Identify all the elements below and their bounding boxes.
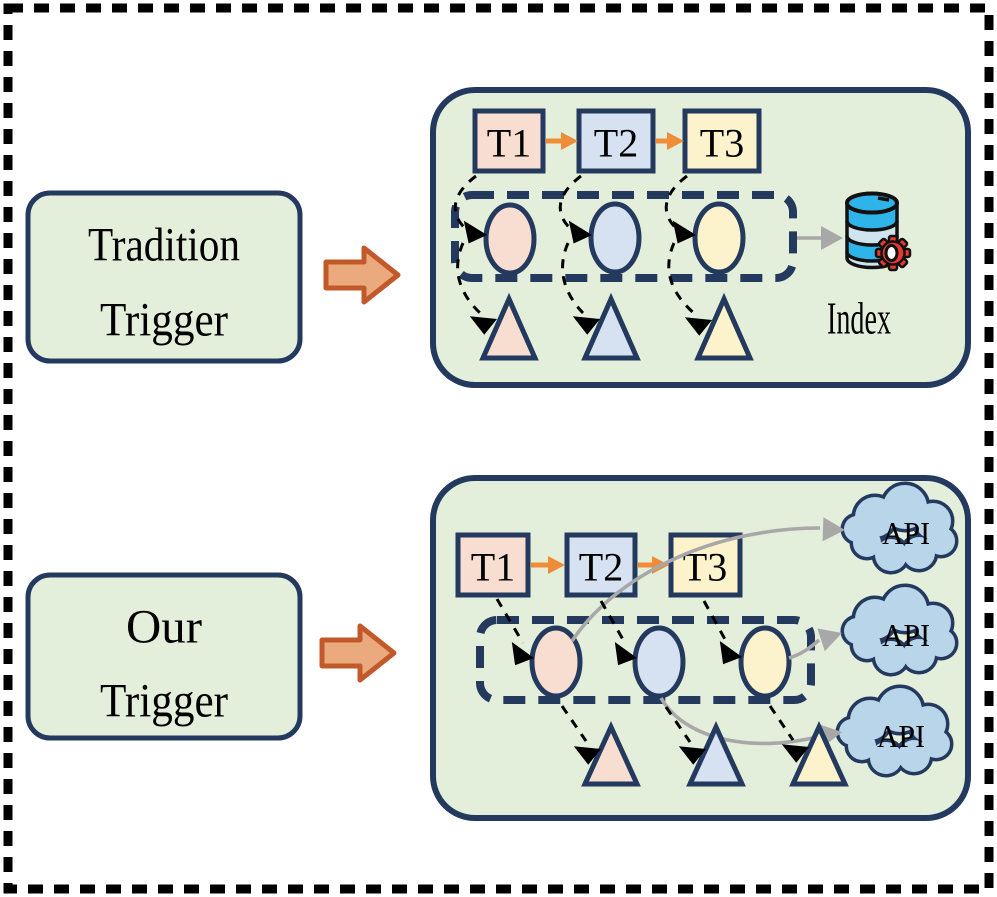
row-ours: Our Trigger T1 T2 T3 bbox=[25, 475, 971, 821]
stream-to-index-arrow bbox=[797, 226, 843, 250]
task-box-t2-top bbox=[576, 108, 656, 174]
stream-box-bottom bbox=[476, 616, 815, 704]
task-label-t2-bottom: T2 bbox=[579, 545, 623, 590]
row-traditional: Tradition Trigger T1 T2 T3 bbox=[25, 87, 971, 388]
dashed-connectors-top bbox=[453, 174, 716, 339]
stream-box-top bbox=[451, 191, 797, 282]
event-triangle-3-bottom bbox=[789, 720, 849, 787]
event-triangle-1-bottom bbox=[581, 720, 641, 787]
api-label-1: API bbox=[882, 515, 930, 551]
database-icon bbox=[845, 191, 912, 272]
task-arrow-t1-t2-top bbox=[546, 132, 578, 150]
traditional-label-line1: Tradition bbox=[88, 219, 240, 272]
event-ellipse-1-top bbox=[483, 202, 537, 276]
our-label-line1: Our bbox=[126, 601, 202, 654]
dashed-connectors-bottom bbox=[495, 598, 813, 768]
task-box-t3-top bbox=[682, 108, 762, 174]
traditional-label-line2: Trigger bbox=[100, 294, 228, 347]
task-label-t1-bottom: T1 bbox=[471, 545, 515, 590]
task-label-t2-top: T2 bbox=[594, 121, 638, 166]
task-label-t3-top: T3 bbox=[700, 121, 744, 166]
task-box-t1-top bbox=[472, 108, 546, 174]
event-triangle-2-top bbox=[581, 292, 641, 361]
index-label: Index bbox=[827, 293, 891, 344]
event-ellipse-2-bottom bbox=[632, 625, 686, 699]
task-arrow-t1-t2-bottom bbox=[531, 556, 565, 574]
block-arrow-bottom bbox=[319, 623, 397, 683]
traditional-trigger-box bbox=[25, 190, 303, 364]
event-ellipse-3-bottom bbox=[738, 625, 792, 699]
task-arrow-t2-t3-top bbox=[656, 132, 684, 150]
gear-icon bbox=[874, 234, 912, 272]
outer-dashed-border bbox=[3, 3, 994, 894]
api-connector-arrows bbox=[570, 517, 846, 748]
task-box-t2-bottom bbox=[564, 532, 638, 598]
api-label-3: API bbox=[877, 718, 925, 754]
our-trigger-box bbox=[25, 572, 303, 741]
our-label-line2: Trigger bbox=[100, 675, 228, 728]
event-ellipse-1-bottom bbox=[529, 625, 583, 699]
task-label-t1-top: T1 bbox=[487, 121, 531, 166]
event-ellipse-3-top bbox=[692, 201, 746, 275]
block-arrow-top bbox=[323, 245, 401, 305]
event-triangle-3-top bbox=[694, 292, 754, 361]
event-triangle-1-top bbox=[479, 292, 539, 361]
api-label-2: API bbox=[882, 617, 930, 653]
event-ellipse-2-top bbox=[588, 201, 642, 275]
event-triangle-2-bottom bbox=[686, 720, 746, 787]
task-box-t1-bottom bbox=[455, 532, 531, 598]
task-arrow-t2-t3-bottom bbox=[638, 556, 669, 574]
